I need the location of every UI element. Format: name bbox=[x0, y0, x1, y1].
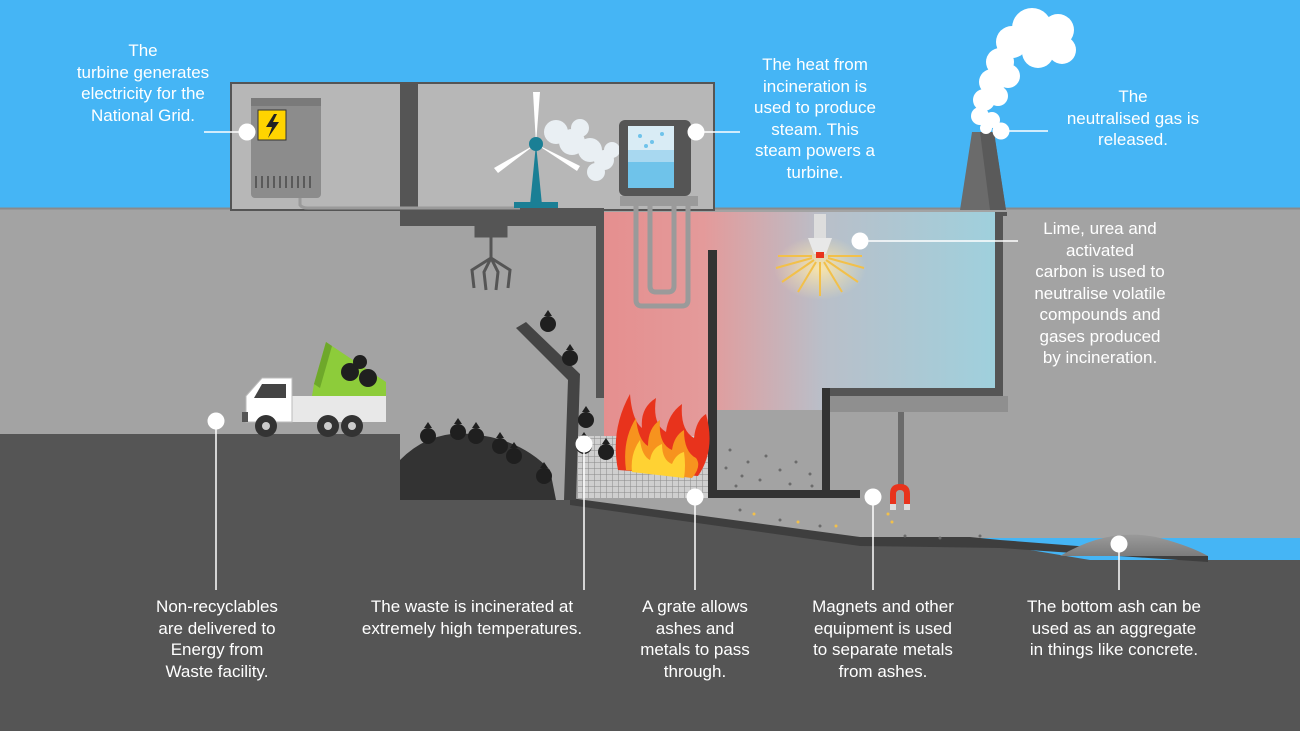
wind-turbine-icon bbox=[494, 92, 580, 208]
marker-neutralise bbox=[851, 232, 869, 250]
callout-lines bbox=[204, 130, 1120, 590]
neutralise-label: Lime, urea and activated carbon is used … bbox=[1034, 219, 1166, 367]
steam-cloud bbox=[544, 119, 620, 181]
chimney-icon bbox=[960, 132, 1006, 210]
grab-claw-icon bbox=[470, 224, 512, 291]
grate-label: A grate allows ashes and metals to pass … bbox=[640, 597, 750, 681]
electric-generator-icon bbox=[251, 98, 321, 198]
ash-pile-icon bbox=[1060, 534, 1208, 556]
lower-ground bbox=[0, 434, 1300, 731]
baffle-wall bbox=[708, 250, 717, 498]
marker-grate bbox=[686, 488, 704, 506]
dump-truck-icon bbox=[242, 342, 386, 437]
steam-label: The heat from incineration is used to pr… bbox=[754, 55, 876, 182]
waste-chute bbox=[516, 322, 580, 500]
ash-channel bbox=[570, 498, 1208, 562]
delivery-label: Non-recyclables are delivered to Energy … bbox=[156, 597, 278, 681]
smoke-cloud-icon bbox=[971, 8, 1076, 134]
marker-steam bbox=[687, 123, 705, 141]
lime-sprayer-icon bbox=[774, 214, 866, 300]
fire-icon bbox=[615, 394, 710, 478]
marker-incinerate bbox=[575, 435, 593, 453]
marker-gas-release bbox=[992, 122, 1010, 140]
bottom-ash-label: The bottom ash can be used as an aggrega… bbox=[1027, 597, 1201, 659]
magnet-icon bbox=[890, 484, 910, 510]
callout-markers bbox=[207, 122, 1128, 553]
gas-release-label: The neutralised gas is released. bbox=[1066, 87, 1200, 149]
turbine-label: The turbine generates electricity for th… bbox=[76, 41, 210, 125]
ash-particles bbox=[724, 448, 982, 540]
marker-delivery bbox=[207, 412, 225, 430]
marker-magnets bbox=[864, 488, 882, 506]
boiler-icon bbox=[619, 120, 691, 196]
marker-turbine bbox=[238, 123, 256, 141]
incinerate-label: The waste is incinerated at extremely hi… bbox=[361, 597, 583, 638]
duct-wall bbox=[400, 83, 596, 226]
magnets-label: Magnets and other equipment is used to s… bbox=[812, 597, 954, 681]
marker-bottom-ash bbox=[1110, 535, 1128, 553]
